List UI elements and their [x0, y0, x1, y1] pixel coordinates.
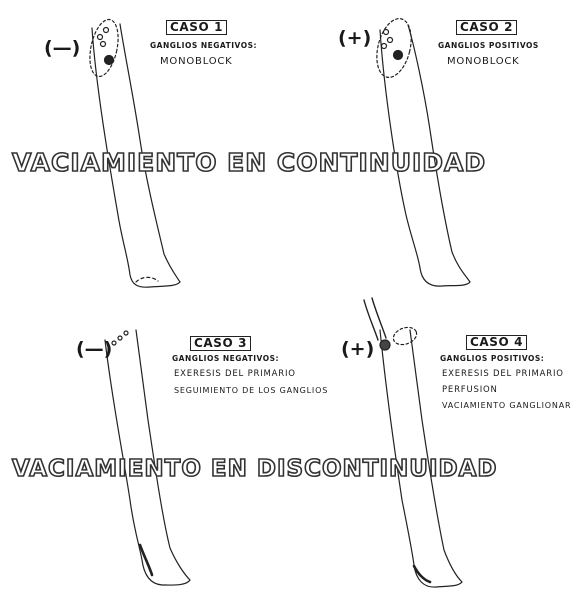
case-1-title: CASO 1	[166, 20, 227, 35]
sign-case-1: (—)	[44, 37, 80, 59]
tumor-case-1	[105, 56, 114, 65]
sign-case-2: (+)	[338, 27, 371, 49]
case-4-line-1: EXERESIS DEL PRIMARIO	[442, 369, 564, 379]
lymph-region-case-1	[85, 17, 122, 79]
case-1-line-1: MONOBLOCK	[160, 56, 233, 67]
case-4-title: CASO 4	[466, 335, 527, 350]
case-4-line-3: VACIAMIENTO GANGLIONAR	[442, 401, 571, 410]
case-2-subtitle: GANGLIOS POSITIVOS	[438, 41, 539, 50]
case-4-line-2: PERFUSION	[442, 385, 498, 395]
case-1-subtitle: GANGLIOS NEGATIVOS:	[150, 41, 257, 50]
case-3-line-1: EXERESIS DEL PRIMARIO	[174, 369, 296, 379]
banner-continuidad: VACIAMIENTO EN CONTINUIDAD	[12, 148, 486, 177]
tumor-case-2	[394, 51, 403, 60]
case-3-line-2: SEGUIMIENTO DE LOS GANGLIOS	[174, 386, 328, 395]
case-4-subtitle: GANGLIOS POSITIVOS:	[440, 354, 544, 363]
case-3-title: CASO 3	[190, 336, 251, 351]
leg-case-4	[364, 298, 462, 587]
case-2-line-1: MONOBLOCK	[447, 56, 520, 67]
lymph-region-case-2	[371, 15, 417, 81]
sign-case-3: (—)	[76, 338, 112, 360]
sign-case-4: (+)	[341, 338, 374, 360]
case-3-subtitle: GANGLIOS NEGATIVOS:	[172, 354, 279, 363]
case-2-title: CASO 2	[456, 20, 517, 35]
banner-discontinuidad: VACIAMIENTO EN DISCONTINUIDAD	[12, 456, 498, 482]
